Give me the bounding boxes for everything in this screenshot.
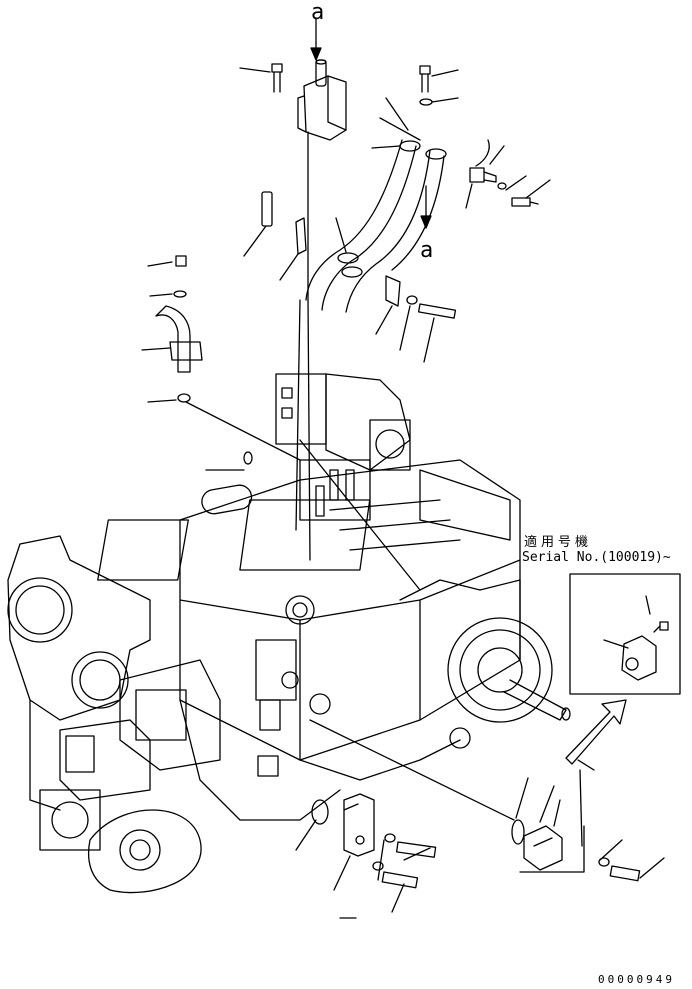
view-marker-a-mid: a	[420, 238, 434, 263]
transmission-case-icon	[7, 373, 571, 894]
serial-number-label: Serial No.(100019)~	[522, 550, 671, 565]
block-icon	[295, 793, 437, 919]
leader-line	[295, 299, 595, 847]
figure-number: 00000949	[598, 973, 675, 986]
sensor-bracket-icon	[511, 777, 665, 882]
applicability-label: 適用号機	[524, 535, 593, 550]
hose-icon	[305, 97, 447, 313]
clamp-icon	[243, 191, 457, 363]
inset-detail-box	[569, 573, 681, 695]
inset-arrow-icon	[565, 699, 627, 765]
elbow-fitting-icon	[141, 255, 301, 461]
top-bracket-icon	[297, 17, 347, 301]
view-marker-a-top: a	[311, 0, 325, 25]
bolt-icon	[239, 63, 459, 106]
sensor-fitting-icon	[465, 139, 551, 209]
